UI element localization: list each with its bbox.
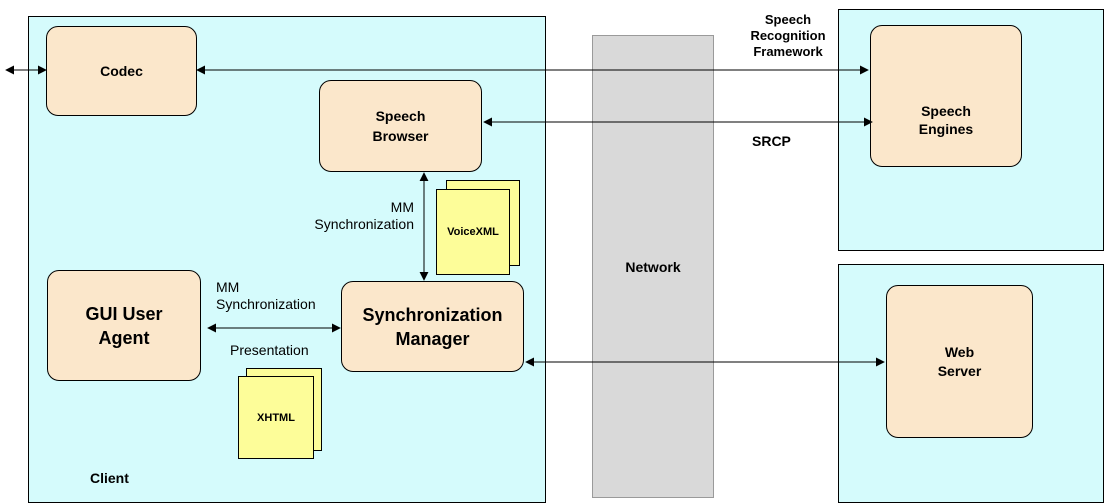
sync-manager-label-line2: Manager	[395, 328, 470, 349]
gui-user-agent-label-line1: GUI User	[85, 303, 163, 324]
mm-sync-horizontal-label: MM Synchronization	[216, 279, 316, 313]
srf-label-line1: Speech	[764, 12, 812, 27]
speech-engines-box: Speech Engines	[870, 25, 1022, 167]
srf-label-line2: Recognition	[750, 28, 826, 43]
srf-label-line3: Framework	[753, 44, 823, 59]
presentation-label: Presentation	[230, 342, 309, 358]
mm-sync-vertical-line1: MM	[390, 199, 414, 215]
mm-sync-vertical-line2: Synchronization	[314, 216, 414, 232]
voicexml-label: VoiceXML	[447, 226, 499, 238]
srcp-label: SRCP	[752, 133, 791, 149]
voicexml-doc: VoiceXML	[436, 189, 510, 275]
speech-browser-box: Speech Browser	[319, 80, 482, 172]
speech-engines-label-line1: Speech	[921, 103, 971, 119]
codec-label: Codec	[100, 63, 143, 79]
speech-engines-label-line2: Engines	[918, 121, 974, 137]
xhtml-label: XHTML	[257, 411, 295, 424]
codec-box: Codec	[46, 26, 197, 116]
xhtml-doc: XHTML	[238, 376, 314, 459]
client-label: Client	[90, 470, 129, 486]
web-server-label-line2: Server	[937, 362, 982, 379]
network-band: Network	[592, 35, 714, 498]
srf-label: Speech Recognition Framework	[748, 12, 828, 60]
speech-browser-label-line2: Browser	[372, 128, 429, 144]
speech-browser-label-line1: Speech	[375, 108, 426, 124]
web-server-label-line1: Web	[944, 343, 975, 360]
mm-sync-vertical-label: MM Synchronization	[314, 199, 414, 233]
sync-manager-box: Synchronization Manager	[341, 281, 524, 372]
mm-sync-horizontal-line1: MM	[216, 279, 240, 295]
sync-manager-label-line1: Synchronization	[362, 304, 503, 325]
mm-sync-horizontal-line2: Synchronization	[216, 296, 316, 312]
gui-user-agent-box: GUI User Agent	[47, 270, 201, 381]
web-server-box: Web Server	[886, 285, 1033, 438]
gui-user-agent-label-line2: Agent	[98, 327, 150, 348]
network-label: Network	[625, 258, 681, 275]
